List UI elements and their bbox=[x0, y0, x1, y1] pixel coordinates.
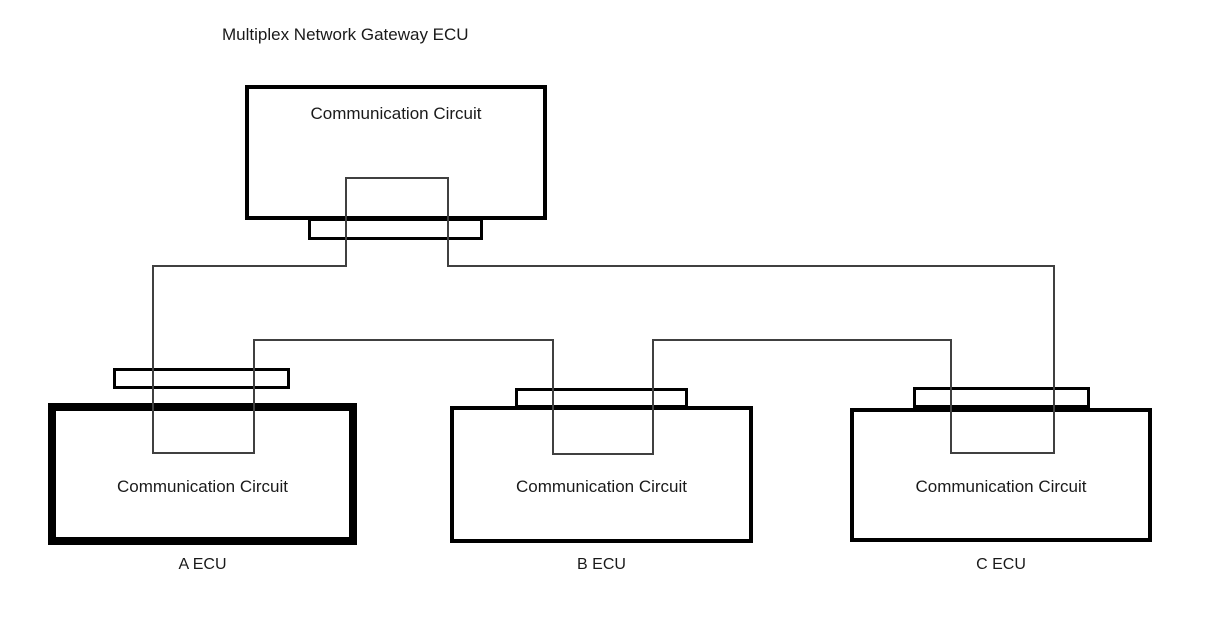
c-ecu-box: Communication Circuit bbox=[850, 408, 1152, 542]
wire-b-to-c-left-vertical bbox=[652, 339, 654, 455]
a-ecu-caption: A ECU bbox=[178, 556, 227, 573]
a-ecu-external-connector bbox=[113, 368, 290, 389]
b-ecu-external-connector bbox=[515, 388, 688, 408]
wire-a-to-b-right-vertical bbox=[552, 339, 554, 455]
gateway-external-connector bbox=[308, 218, 483, 240]
wire-b-to-c-right-vertical bbox=[950, 339, 952, 454]
a-ecu-internal-connector-notch bbox=[152, 452, 255, 454]
wire-b-to-c-horizontal bbox=[652, 339, 952, 341]
gateway-ecu-box: Communication Circuit bbox=[245, 85, 547, 220]
c-ecu-circuit-label: Communication Circuit bbox=[915, 477, 1087, 496]
gateway-circuit-label: Communication Circuit bbox=[310, 104, 482, 123]
gateway-internal-connector-notch bbox=[345, 177, 449, 267]
c-ecu-external-connector bbox=[913, 387, 1090, 408]
diagram-title: Multiplex Network Gateway ECU bbox=[222, 25, 469, 44]
wire-gateway-to-a-horizontal bbox=[152, 265, 347, 267]
wire-gateway-to-c-horizontal bbox=[447, 265, 1055, 267]
a-ecu-box: Communication Circuit bbox=[48, 403, 357, 545]
b-ecu-internal-connector-notch bbox=[552, 453, 654, 455]
wire-a-to-b-left-vertical bbox=[253, 339, 255, 454]
c-ecu-internal-connector-notch bbox=[950, 452, 1055, 454]
b-ecu-circuit-label: Communication Circuit bbox=[516, 477, 687, 496]
c-ecu-caption: C ECU bbox=[976, 556, 1026, 573]
wire-gateway-to-c-vertical bbox=[1053, 265, 1055, 454]
b-ecu-box: Communication Circuit bbox=[450, 406, 753, 543]
wire-gateway-to-a-vertical bbox=[152, 265, 154, 454]
b-ecu-caption: B ECU bbox=[577, 556, 626, 573]
a-ecu-circuit-label: Communication Circuit bbox=[117, 477, 288, 496]
wire-a-to-b-horizontal bbox=[253, 339, 554, 341]
